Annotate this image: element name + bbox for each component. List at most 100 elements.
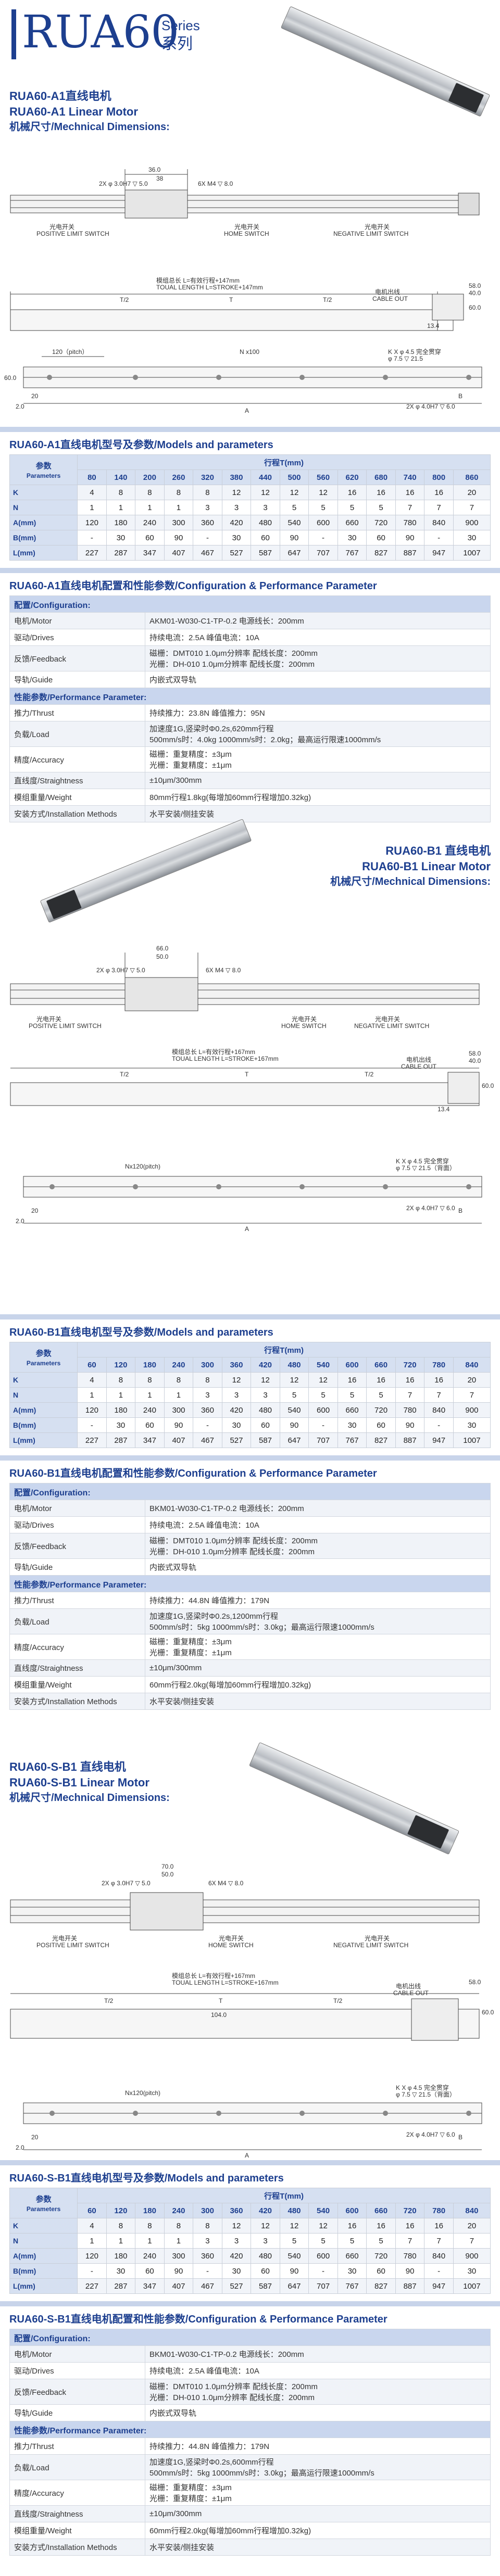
a1-lbl-27: A [245,407,249,414]
cfg-value: 磁栅：DMT010 1.0μm分辨率 配线长度：200mm 光栅：DH-010 … [145,1533,491,1559]
s-cfg-title: RUA60-S-B1直线电机配置和性能参数/Configuration & Pe… [9,2314,388,2325]
s-title-cn: RUA60-S-B1 直线电机 [9,1760,126,1773]
param-header-en: Parameters [26,2205,61,2213]
cfg-value: 持续电流：2.5A 峰值电流：10A [145,2362,491,2379]
stroke-header: 行程T(mm) [77,1342,491,1357]
table-cell: 90 [164,2263,194,2279]
cfg-band: 配置/Configuration: [9,1483,491,1500]
table-cell: 3 [193,1387,222,1403]
stroke-col: 840 [453,2203,491,2218]
stroke-col: 240 [164,2203,194,2218]
cfg-key: 导轨/Guide [9,671,145,688]
table-cell: 360 [193,2248,222,2264]
cfg-band: 配置/Configuration: [9,595,491,613]
table-cell: 30 [221,1417,252,1433]
row-key: N [9,500,78,515]
cfg-value: 内嵌式双导轨 [145,2404,491,2421]
cfg-value: 60mm行程2.0kg(每增加60mm行程增加0.32kg) [145,1676,491,1693]
table-cell: 16 [424,1372,454,1388]
table-cell: 12 [221,485,252,500]
table-cell: - [77,1417,107,1433]
table-cell: 5 [337,1387,367,1403]
b1-heading: RUA60-B1 直线电机 RUA60-B1 Linear Motor 机械尺寸… [330,843,491,889]
table-cell: 887 [395,2278,425,2294]
stroke-col: 60 [77,2203,107,2218]
table-cell: 420 [221,1402,252,1418]
cfg-value: 持续推力：44.8N 峰值推力：179N [145,2438,491,2455]
table-cell: 840 [424,1402,454,1418]
table-cell: 12 [221,1372,252,1388]
cfg-key: 反馈/Feedback [9,2379,145,2405]
cfg-key: 直线度/Straightness [9,2505,145,2522]
table-cell: 1 [106,500,136,515]
stroke-col: 800 [424,469,454,485]
table-cell: 780 [395,1402,425,1418]
cfg-value: ±10μm/300mm [145,772,491,789]
table-cell: 707 [308,545,338,561]
cfg-key: 推力/Thrust [9,1592,145,1609]
table-cell: 827 [366,1432,396,1448]
table-cell: 360 [193,515,222,530]
cfg-value: 持续推力：23.8N 峰值推力：95N [145,704,491,721]
table-cell: 30 [221,2263,252,2279]
table-cell: 1 [77,2233,107,2249]
stroke-col: 60 [77,1357,107,1373]
table-cell: 780 [395,2248,425,2264]
cfg-key: 反馈/Feedback [9,1533,145,1559]
table-cell: 5 [337,2233,367,2249]
cfg-key: 反馈/Feedback [9,645,145,671]
b1-lbl-13: T/2 [120,1071,129,1078]
s-lbl-4: 50.0 [161,1871,174,1878]
stroke-col: 660 [366,1357,396,1373]
table-cell: 5 [366,1387,396,1403]
table-cell: 840 [424,2248,454,2264]
b1-tables: RUA60-B1直线电机型号及参数/Models and parameters … [0,1314,500,1710]
header: RUA60 Series 系列 [0,0,500,117]
table-cell: 287 [106,1432,136,1448]
stroke-col: 360 [221,1357,252,1373]
table-cell: 600 [308,1402,338,1418]
stroke-col: 300 [193,2203,222,2218]
table-cell: 60 [135,2263,165,2279]
table-cell: 16 [395,2218,425,2234]
table-cell: 12 [279,1372,309,1388]
cfg-value: 加速度1G,竖梁时Φ0.2s,600mm行程 500mm/s时：5kg 1000… [145,2454,491,2480]
table-cell: 90 [279,530,309,545]
stroke-col: 780 [424,2203,454,2218]
row-key: N [9,2233,78,2249]
table-cell: 240 [135,515,165,530]
table-cell: 120 [77,2248,107,2264]
table-cell: 540 [279,1402,309,1418]
cfg-value: 磁栅：DMT010 1.0μm分辨率 配线长度：200mm 光栅：DH-010 … [145,645,491,671]
table-cell: 3 [251,1387,280,1403]
a1-cfg-title: RUA60-A1直线电机配置和性能参数/Configuration & Perf… [9,580,377,592]
table-cell: 7 [395,2233,425,2249]
model-title: RUA60 [22,6,179,58]
table-cell: 767 [337,2278,367,2294]
table-cell: 16 [366,1372,396,1388]
cfg-value: 加速度1G,竖梁时Φ0.2s,620mm行程 500mm/s时：4.0kg 10… [145,721,491,747]
cfg-key: 直线度/Straightness [9,1659,145,1677]
a1-drawing: 2X φ 3.0H7 ▽ 5.0 36.0 6X M4 ▽ 8.0 38 光电开… [0,138,500,419]
cfg-key: 导轨/Guide [9,2404,145,2421]
table-cell: 12 [308,485,338,500]
table-cell: 90 [395,530,425,545]
table-cell: 90 [395,1417,425,1433]
table-cell: 5 [279,1387,309,1403]
b1-lbl-21: 13.4 [438,1106,450,1113]
table-cell: 300 [164,2248,194,2264]
table-cell: 240 [135,2248,165,2264]
table-cell: 1 [106,1387,136,1403]
table-cell: 3 [251,2233,280,2249]
a1-lbl-5: 光电开关 [49,223,74,231]
cfg-band-label: 配置/Configuration: [9,2329,491,2346]
table-cell: 3 [193,2233,222,2249]
s-lbl-19: 58.0 [469,1978,481,1986]
s-lbl-6: POSITIVE LIMIT SWITCH [36,1941,109,1949]
